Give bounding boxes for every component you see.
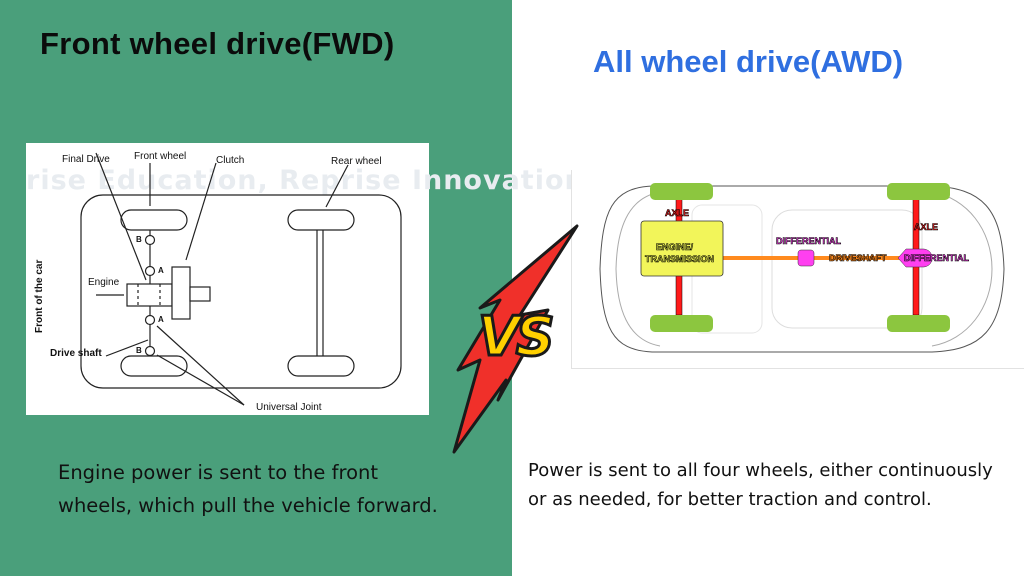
final-drive-box	[126, 283, 173, 307]
label-joint-b-bottom: B	[136, 346, 142, 355]
fwd-diagram: rise Education, Reprise Innovation	[26, 143, 584, 415]
center-differential	[797, 249, 815, 267]
label-engine-line1: ENGINE/	[656, 242, 694, 253]
fwd-schematic	[80, 152, 402, 406]
label-rear-wheel: Rear wheel	[331, 156, 382, 167]
rear-differential	[897, 248, 933, 268]
label-joint-b-top: B	[136, 235, 142, 244]
gearbox-shaft	[189, 286, 211, 302]
wheel-rear-left	[887, 183, 950, 200]
label-joint-a-bottom: A	[158, 315, 164, 324]
awd-description: Power is sent to all four wheels, either…	[528, 460, 993, 510]
joint-a-bottom	[144, 314, 156, 326]
vs-label: VS	[477, 304, 557, 370]
label-engine-line2: TRANSMISSION	[645, 254, 715, 265]
rear-wheel-top	[287, 209, 355, 231]
joint-b-bottom	[144, 345, 156, 357]
label-universal-joint: Universal Joint	[256, 402, 322, 413]
watermark-text: rise Education, Reprise Innovation	[26, 165, 585, 196]
car-body-outline	[80, 194, 402, 389]
label-drive-shaft: Drive shaft	[50, 348, 102, 359]
label-engine: Engine	[88, 277, 120, 288]
label-final-drive: Final Drive	[62, 154, 110, 165]
label-differential-center: DIFFERENTIAL	[776, 236, 842, 247]
label-driveshaft: DRIVESHAFT	[829, 253, 887, 264]
joint-b-top	[144, 234, 156, 246]
label-front-of-car: Front of the car	[34, 259, 45, 333]
clutch-box	[171, 266, 191, 320]
fwd-description: Engine power is sent to the front wheels…	[58, 461, 438, 517]
wheel-front-left	[650, 183, 713, 200]
awd-diagram: AXLE ENGINE/ TRANSMISSION DIFFERENTIAL D…	[571, 170, 1024, 369]
awd-title: All wheel drive(AWD)	[593, 44, 904, 79]
label-joint-a-top: A	[158, 266, 164, 275]
label-axle-front: AXLE	[665, 208, 690, 219]
joint-a-top	[144, 265, 156, 277]
car-outline	[599, 185, 1005, 353]
label-front-wheel: Front wheel	[134, 151, 187, 162]
awd-schematic	[599, 183, 1005, 353]
fwd-title: Front wheel drive(FWD)	[40, 26, 395, 61]
front-wheel-bottom	[120, 355, 188, 377]
label-clutch: Clutch	[216, 155, 245, 166]
wheel-rear-right	[887, 315, 950, 332]
front-wheel-top	[120, 209, 188, 231]
wheel-front-right	[650, 315, 713, 332]
label-axle-rear: AXLE	[914, 222, 939, 233]
lightning-bolt-icon	[452, 224, 579, 454]
rear-wheel-bottom	[287, 355, 355, 377]
engine-transmission-block	[640, 220, 724, 277]
driveshaft	[720, 256, 910, 260]
label-differential-rear: DIFFERENTIAL	[904, 253, 970, 264]
